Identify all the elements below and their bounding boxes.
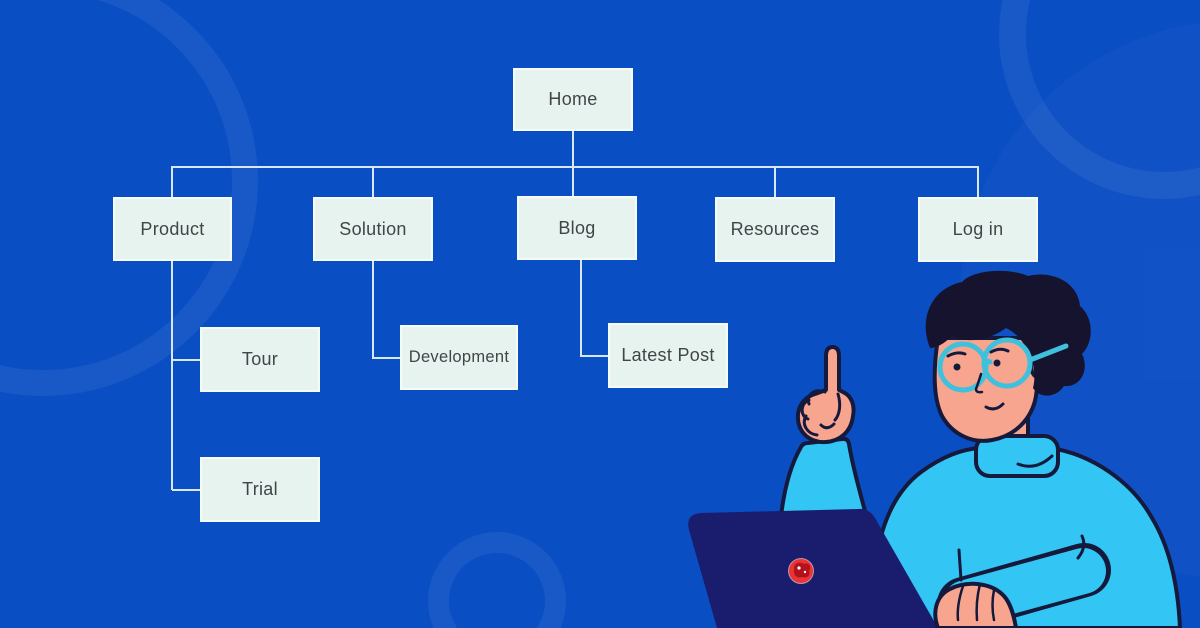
node-solution: Solution — [313, 197, 433, 261]
node-blog: Blog — [517, 196, 637, 260]
connector-stub-latest-post — [580, 260, 608, 357]
elbow-crease — [1076, 534, 1086, 560]
laptop-logo-icon — [788, 558, 814, 584]
raised-arm-sleeve — [778, 436, 871, 528]
node-development-label: Development — [408, 348, 510, 366]
node-solution-label: Solution — [339, 218, 407, 239]
finger-lines — [956, 582, 996, 622]
smile — [984, 402, 1005, 411]
node-home-label: Home — [548, 89, 598, 109]
node-development: Development — [400, 325, 518, 390]
knuckle-lines — [800, 389, 827, 437]
node-latest-post: Latest Post — [608, 323, 728, 388]
node-blog-label: Blog — [558, 217, 596, 238]
glasses-icon — [937, 337, 1069, 393]
node-tour: Tour — [200, 327, 320, 392]
node-trial-label: Trial — [242, 479, 278, 499]
node-product: Product — [113, 197, 232, 261]
connector-stub-development — [372, 261, 400, 359]
sleeve-seam-line — [957, 548, 963, 582]
node-home: Home — [513, 68, 633, 131]
person-hair — [925, 270, 1091, 396]
node-product-label: Product — [140, 218, 205, 239]
node-login-label: Log in — [952, 219, 1004, 239]
node-login: Log in — [918, 197, 1038, 262]
thumb-line — [833, 392, 842, 422]
nose-line — [974, 372, 984, 394]
right-eye — [993, 359, 1001, 367]
palm-crease — [819, 422, 836, 430]
connector-main-rail — [171, 166, 979, 197]
pointing-hand-icon — [795, 345, 856, 445]
node-trial: Trial — [200, 457, 320, 522]
collar-fold-line — [1016, 454, 1054, 468]
left-eye — [953, 363, 961, 371]
node-resources-label: Resources — [730, 219, 820, 239]
eyebrows — [946, 347, 1010, 358]
node-tour-label: Tour — [241, 349, 279, 369]
person-illustration — [688, 270, 1182, 628]
node-latest-post-label: Latest Post — [621, 345, 715, 365]
node-resources: Resources — [715, 197, 835, 262]
